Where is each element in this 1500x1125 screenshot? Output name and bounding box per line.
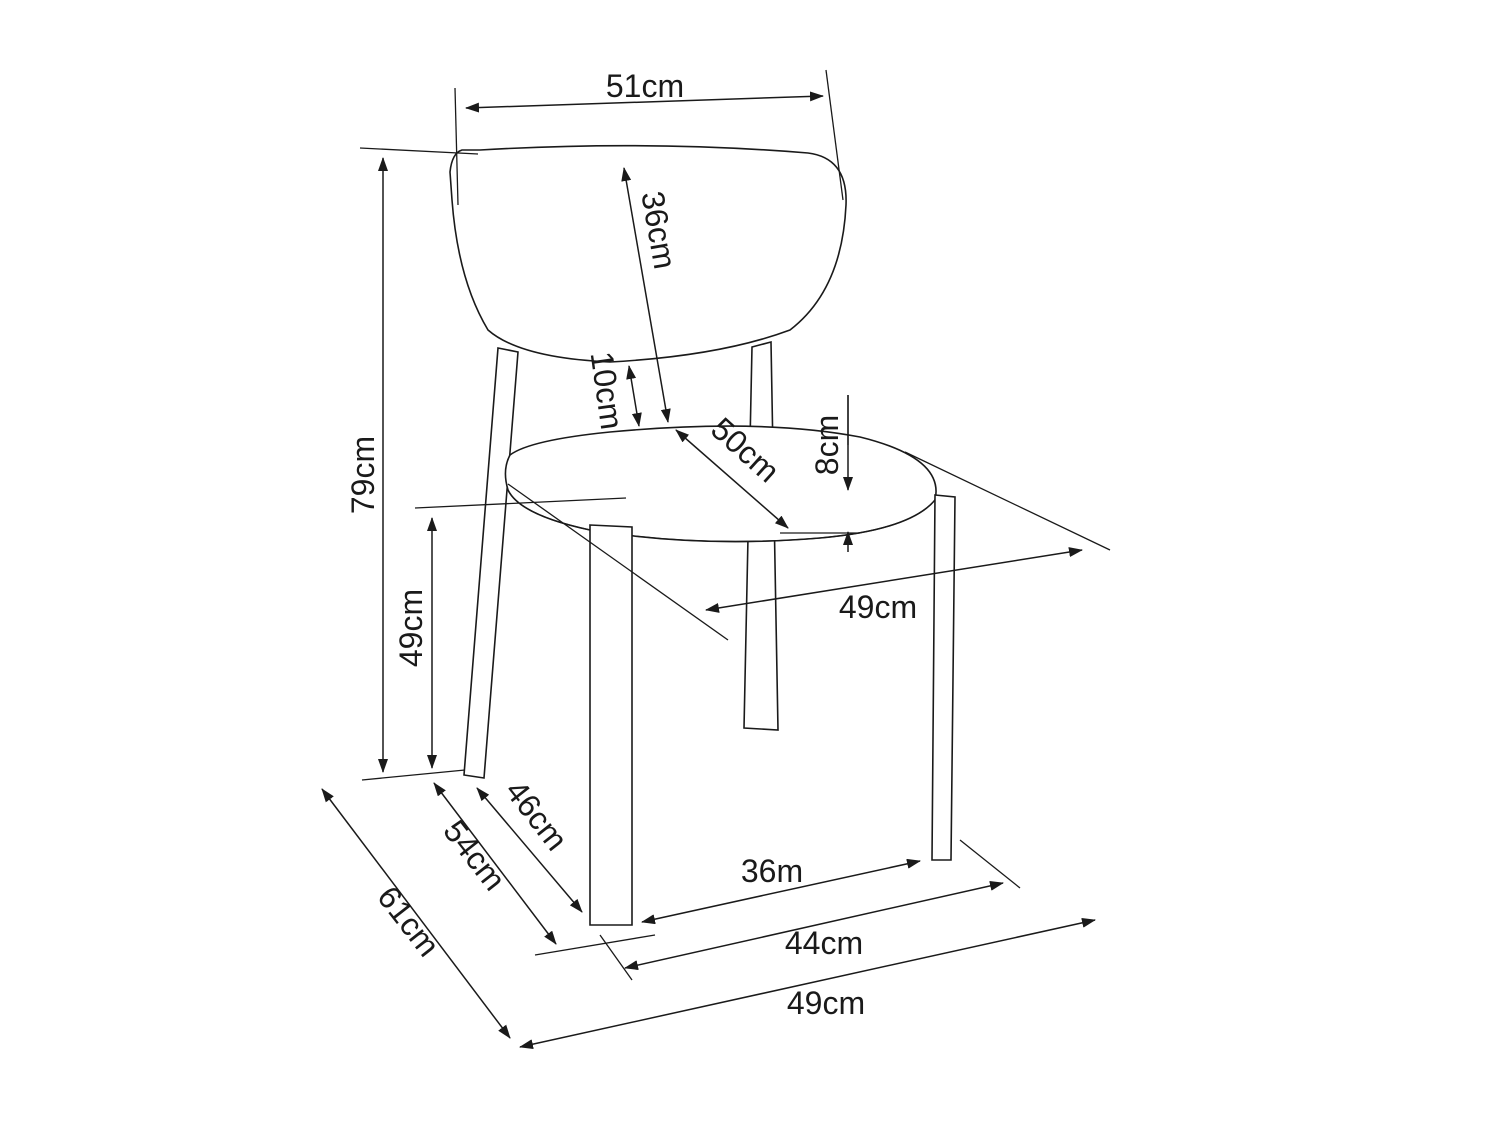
dim-backrest-width bbox=[465, 91, 824, 113]
front-right-leg bbox=[931, 494, 956, 861]
dim-seat-width bbox=[705, 547, 1083, 613]
rear-left-leg bbox=[463, 347, 519, 779]
label-depth-legs: 54cm bbox=[436, 813, 513, 897]
label-seat-thickness: 8cm bbox=[809, 415, 845, 475]
dim-backrest-height bbox=[621, 167, 671, 423]
label-width-inner: 36m bbox=[741, 853, 803, 889]
label-seat-width: 49cm bbox=[839, 589, 917, 625]
seat-rim bbox=[507, 489, 936, 543]
label-depth-total: 61cm bbox=[370, 879, 447, 963]
dim-width-total bbox=[519, 917, 1096, 1050]
label-width-legs: 44cm bbox=[785, 925, 863, 961]
label-width-total: 49cm bbox=[787, 985, 865, 1021]
dim-seat-depth bbox=[675, 429, 789, 529]
label-seat-height: 49cm bbox=[393, 589, 429, 667]
chair-drawing bbox=[449, 144, 956, 926]
dim-depth-total bbox=[321, 788, 511, 1039]
label-depth-inner: 46cm bbox=[498, 773, 575, 857]
label-total-height: 79cm bbox=[345, 436, 381, 514]
label-backrest-width: 51cm bbox=[606, 68, 684, 104]
dimension-lines bbox=[321, 91, 1096, 1050]
front-left-leg bbox=[589, 524, 633, 926]
dim-backrest-gap bbox=[626, 365, 642, 427]
